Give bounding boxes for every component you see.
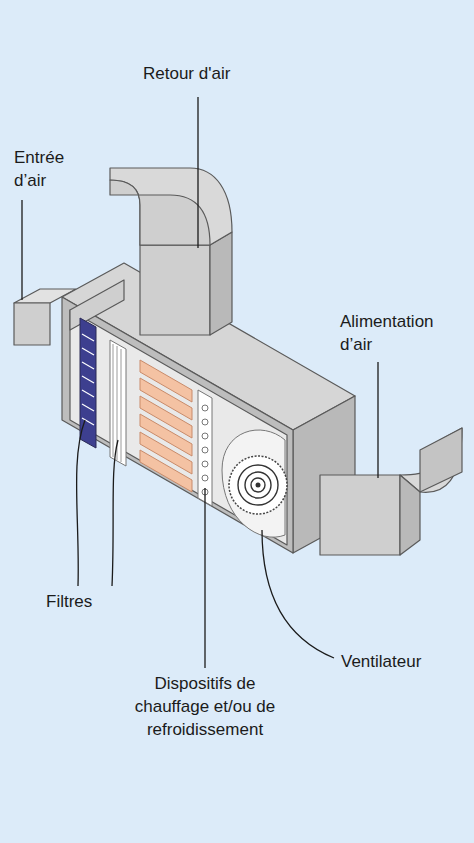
part-label: Retour d'air <box>143 62 273 85</box>
part-label: Entrée d’air <box>14 146 86 192</box>
part-label: Filtres <box>46 590 136 613</box>
part-label: Dispositifs de chauffage et/ou de refroi… <box>120 672 290 741</box>
part-label: Ventilateur <box>341 650 461 673</box>
part-label: Alimentation d’air <box>340 310 452 356</box>
